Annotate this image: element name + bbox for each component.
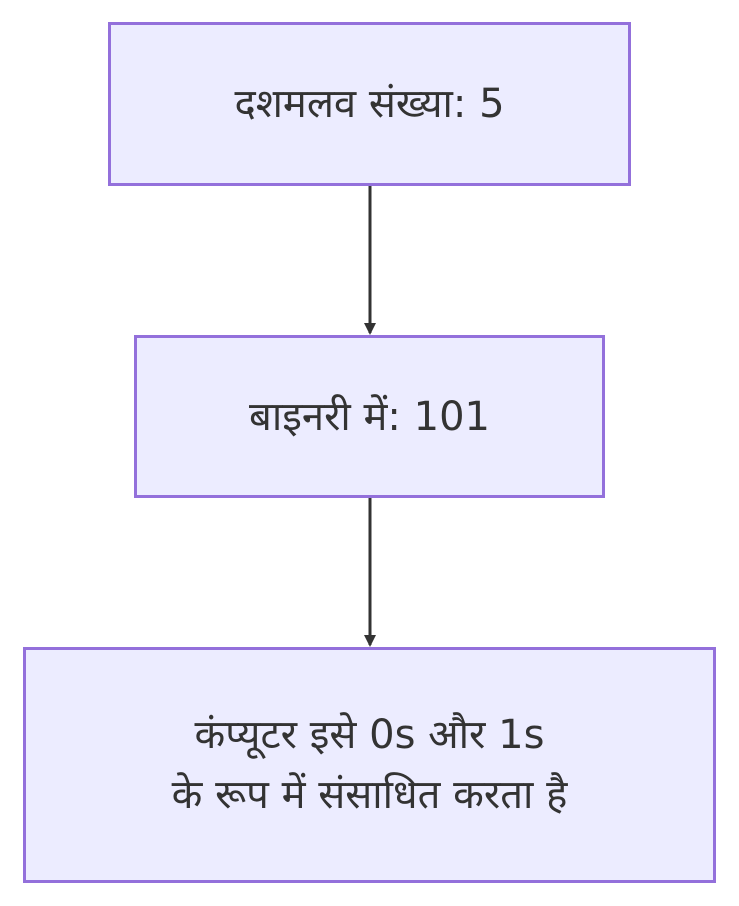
node-decimal-number-label: दशमलव संख्या: 5 bbox=[234, 81, 505, 127]
node-computer-processing-line-2: के रूप में संसाधित करता है bbox=[171, 772, 568, 818]
node-computer-processing: कंप्यूटर इसे 0s और 1s के रूप में संसाधित… bbox=[23, 647, 716, 883]
node-binary-value-label: बाइनरी में: 101 bbox=[249, 393, 490, 440]
node-computer-processing-line-1: कंप्यूटर इसे 0s और 1s bbox=[194, 712, 545, 758]
node-decimal-number: दशमलव संख्या: 5 bbox=[108, 22, 631, 186]
node-binary-value: बाइनरी में: 101 bbox=[134, 335, 605, 498]
